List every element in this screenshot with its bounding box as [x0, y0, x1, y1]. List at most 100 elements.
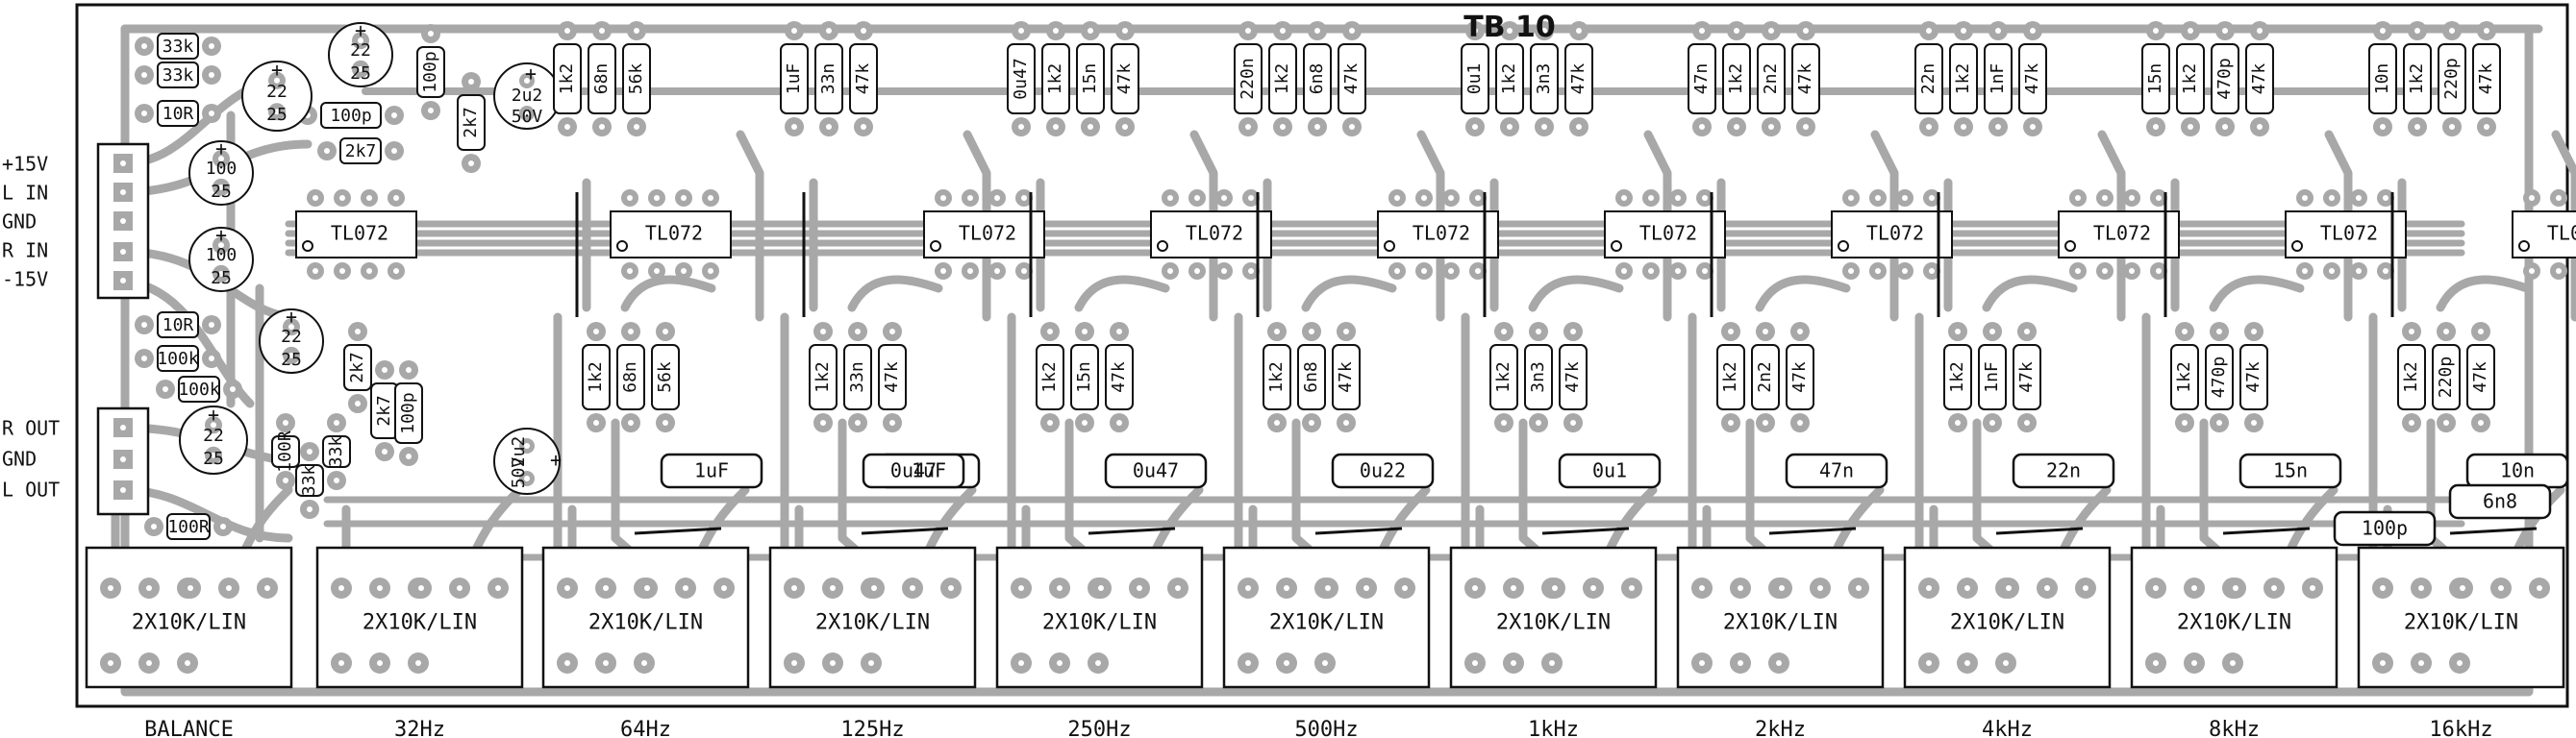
connector-label: L IN: [2, 182, 48, 205]
pad-hole: [1541, 124, 1547, 130]
pad-hole: [2383, 195, 2388, 201]
pot-label: 2X10K/LIN: [588, 611, 703, 635]
resistor-value: 2n2: [1755, 361, 1775, 393]
resistor-body: [2013, 344, 2041, 410]
resistor-value: 33n: [818, 63, 838, 95]
pad-hole: [141, 322, 147, 328]
pad-hole: [339, 195, 345, 201]
pad-hole: [358, 65, 363, 72]
pad-hole: [1734, 124, 1739, 130]
jumper-wire: [1314, 527, 1403, 535]
cap-voltage: 25: [266, 105, 288, 125]
pad-hole: [1702, 195, 1708, 201]
pad-hole: [2222, 28, 2228, 34]
pad-hole: [141, 72, 147, 78]
resistor-body: [1943, 344, 1972, 410]
pad-hole: [967, 195, 973, 201]
pad-hole: [2153, 660, 2159, 666]
resistor-value: 1k2: [2180, 63, 2200, 95]
pad-hole: [1797, 420, 1803, 426]
resistor-body: [1036, 344, 1064, 410]
resistor-value: 6n8: [1307, 63, 1327, 95]
pad-hole: [108, 660, 113, 666]
pad-hole: [1552, 585, 1558, 591]
resistor-value: 100k: [157, 349, 199, 369]
resistor-body: [2239, 344, 2268, 410]
pad-hole: [1929, 268, 1935, 274]
pad-hole: [209, 72, 214, 78]
pad-hole: [791, 660, 797, 666]
pad-hole: [599, 28, 605, 34]
jumper-wire: [1768, 527, 1857, 535]
pad-hole: [377, 660, 383, 666]
resistor-value: 33k: [299, 465, 319, 497]
pad-hole: [1116, 420, 1122, 426]
film-cap: [1558, 453, 1662, 489]
pad-hole: [1763, 420, 1768, 426]
pad-hole: [382, 449, 388, 455]
pad-hole: [2102, 195, 2108, 201]
pad-hole: [2156, 195, 2162, 201]
resistor-value: 15n: [1080, 63, 1100, 95]
pad-hole: [791, 28, 797, 34]
resistor-value: 47k: [2022, 63, 2042, 95]
pad-hole: [1989, 329, 1995, 334]
resistor-body: [2141, 43, 2170, 114]
resistor-body: [157, 311, 199, 338]
pad-hole: [1995, 28, 2001, 34]
pad-hole: [358, 37, 363, 44]
pad-hole: [1926, 660, 1932, 666]
resistor-value: 10R: [163, 315, 194, 335]
pad-hole: [1926, 585, 1932, 591]
pad-hole: [1098, 585, 1104, 591]
pad-hole: [1501, 329, 1507, 334]
resistor-value: 47k: [1341, 63, 1362, 95]
resistor-value: 1k2: [1720, 361, 1740, 393]
pad-hole: [1955, 420, 1961, 426]
trace: [1982, 275, 2078, 312]
pad-hole: [283, 420, 288, 426]
pad-hole: [2484, 124, 2489, 130]
pad-hole: [524, 443, 530, 449]
pad-hole: [406, 367, 412, 373]
pad-hole: [2182, 329, 2188, 334]
trace: [120, 24, 2534, 697]
cap-voltage: 50V: [512, 107, 543, 127]
ic-pin1-mark: [2291, 240, 2303, 252]
pad-hole: [1053, 28, 1059, 34]
pad-hole: [1167, 268, 1173, 274]
pad-hole: [2380, 585, 2386, 591]
pad-hole: [274, 109, 280, 115]
cap-value: 2u2: [509, 436, 529, 468]
pot-label: 2X10K/LIN: [815, 611, 930, 635]
pad-hole: [603, 585, 609, 591]
pad-hole: [1621, 195, 1627, 201]
trace: [1643, 130, 1672, 322]
resistor-value: 100k: [178, 380, 220, 400]
pad-hole: [1629, 585, 1635, 591]
pad-hole: [1322, 660, 1328, 666]
resistor-body: [1461, 43, 1489, 114]
resistor-value: 100p: [330, 106, 371, 126]
cap-value: 22: [350, 40, 371, 61]
electrolytic-cap: [259, 308, 324, 374]
resistor-value: 47k: [2470, 361, 2490, 393]
resistor-body: [622, 43, 651, 114]
cap-voltage: 25: [211, 182, 232, 202]
pad-hole: [2537, 585, 2542, 591]
resistor-body: [1041, 43, 1070, 114]
pad-hole: [2271, 585, 2277, 591]
pad-hole: [1167, 195, 1173, 201]
pot-label: 2X10K/LIN: [1496, 611, 1611, 635]
pot-label: 2X10K/LIN: [1042, 611, 1157, 635]
pad-hole: [2156, 268, 2162, 274]
pad-hole: [418, 585, 424, 591]
pad-hole: [2257, 124, 2263, 130]
pad-hole: [1274, 329, 1280, 334]
electrolytic-cap: [328, 22, 393, 87]
pad-hole: [2380, 124, 2386, 130]
connector-label: R IN: [2, 239, 48, 262]
frequency-label: 2kHz: [1755, 718, 1806, 738]
resistor-body: [178, 376, 220, 403]
trace: [2551, 130, 2576, 322]
